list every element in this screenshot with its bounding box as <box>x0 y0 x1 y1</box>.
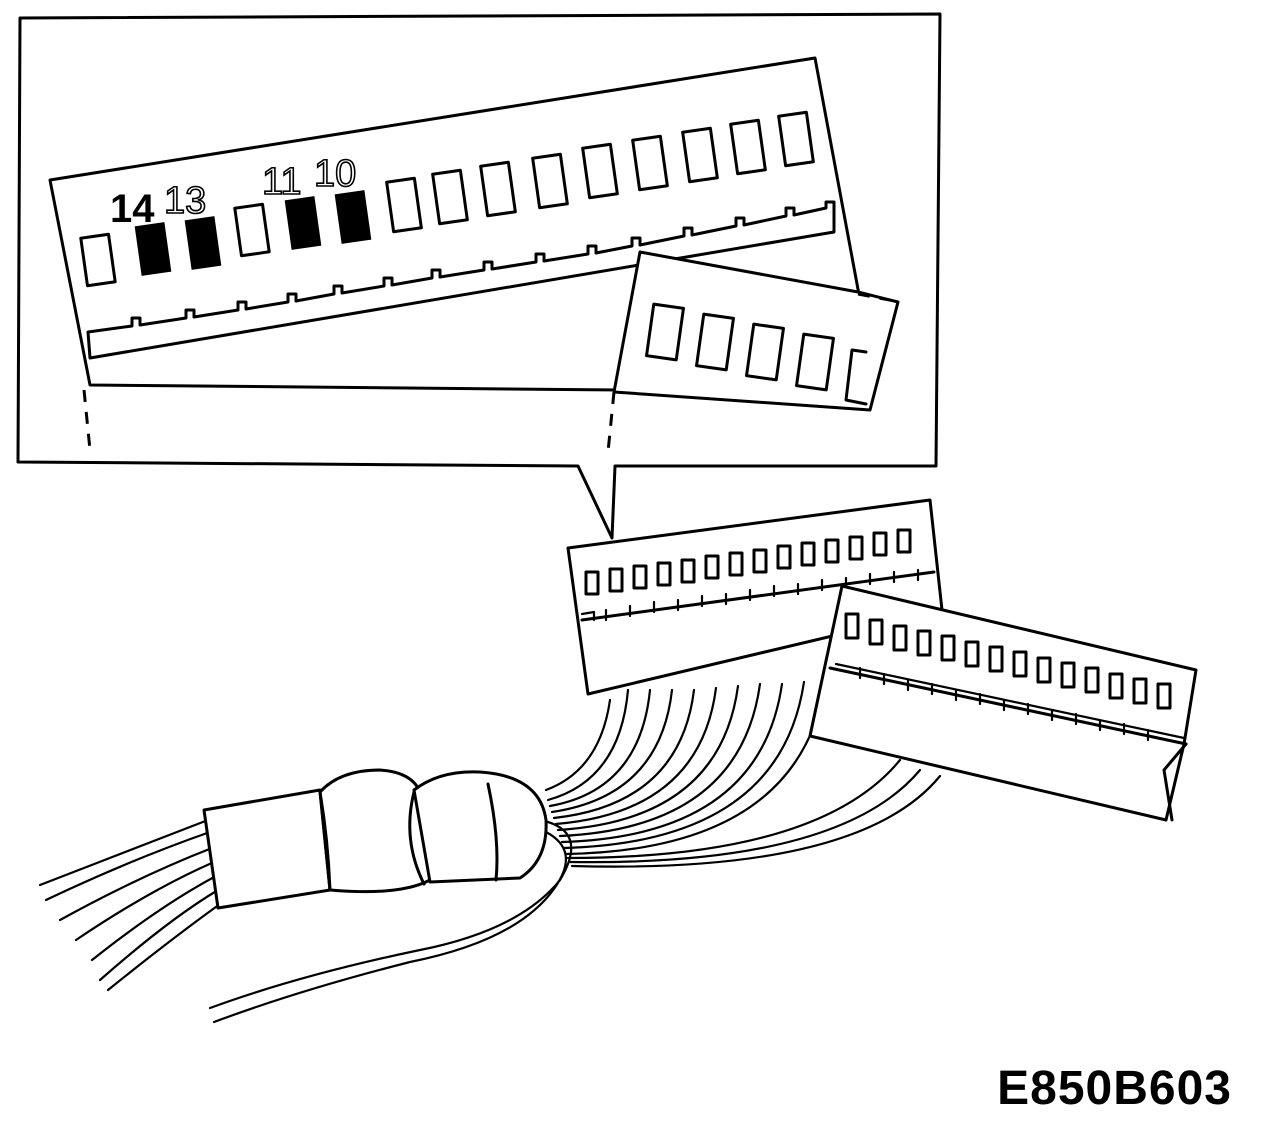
pin-11-cavity <box>284 196 322 250</box>
pin-label-13: 13 <box>164 180 206 222</box>
pin-cavity <box>872 531 888 557</box>
pin-cavity <box>1084 666 1100 694</box>
pin-cavity <box>581 142 619 200</box>
pin-cavities <box>79 110 815 288</box>
pin-cavity <box>645 302 685 362</box>
pin-cavity <box>233 202 271 258</box>
pin-cavity <box>777 110 815 168</box>
mating-connector-detail <box>612 250 901 412</box>
pin-cavity <box>704 554 720 580</box>
pin-cavity <box>776 544 792 570</box>
pin-cavity <box>729 118 767 176</box>
pin-cavity <box>431 168 469 226</box>
pin-13-cavity <box>184 216 222 270</box>
pin-cavity <box>632 564 648 590</box>
pin-cavity <box>868 618 884 646</box>
pin-cavity <box>752 548 768 574</box>
pin-cavity <box>531 152 569 210</box>
pin-cavity <box>79 232 117 288</box>
pin-cavity <box>695 312 735 372</box>
pin-cavity <box>800 541 816 567</box>
pin-cavity <box>608 567 624 593</box>
pin-10-cavity <box>334 190 372 244</box>
pin-cavity <box>1012 650 1028 678</box>
pin-cavity <box>988 645 1004 673</box>
pin-label-11: 11 <box>262 161 301 203</box>
pin-cavity <box>631 134 669 192</box>
pin-cavity <box>940 634 956 662</box>
wire-harness <box>38 678 942 1024</box>
pin-cavity <box>479 160 517 218</box>
pin-cavities <box>844 612 1172 710</box>
pin-label-14: 14 <box>110 187 155 231</box>
pin-cavity <box>848 535 864 561</box>
harness-connector-b <box>808 584 1198 822</box>
pin-cavity <box>1060 661 1076 689</box>
pin-cavity <box>680 558 696 584</box>
pin-cavity <box>1156 682 1172 710</box>
pin-cavities <box>584 528 912 596</box>
figure-reference-code: E850B603 <box>997 1062 1232 1115</box>
pin-label-10: 10 <box>314 153 356 195</box>
pin-cavity <box>681 126 719 184</box>
pin-cavity <box>656 561 672 587</box>
pin-cavity <box>385 176 423 234</box>
pin-cavity <box>844 612 860 640</box>
harness-connector-a <box>566 498 944 696</box>
pin-cavity <box>795 332 835 392</box>
pin-cavity <box>728 551 744 577</box>
pin-cavity <box>896 528 912 554</box>
pin-cavity <box>824 538 840 564</box>
pin-cavity <box>745 322 785 382</box>
pin-cavity <box>892 624 908 652</box>
pin-cavity <box>964 640 980 668</box>
pin-14-cavity <box>134 222 172 276</box>
pin-cavity <box>1036 656 1052 684</box>
pin-cavity <box>1132 677 1148 705</box>
pin-cavity <box>1108 672 1124 700</box>
pin-cavity <box>916 629 932 657</box>
pin-cavity <box>584 570 600 596</box>
